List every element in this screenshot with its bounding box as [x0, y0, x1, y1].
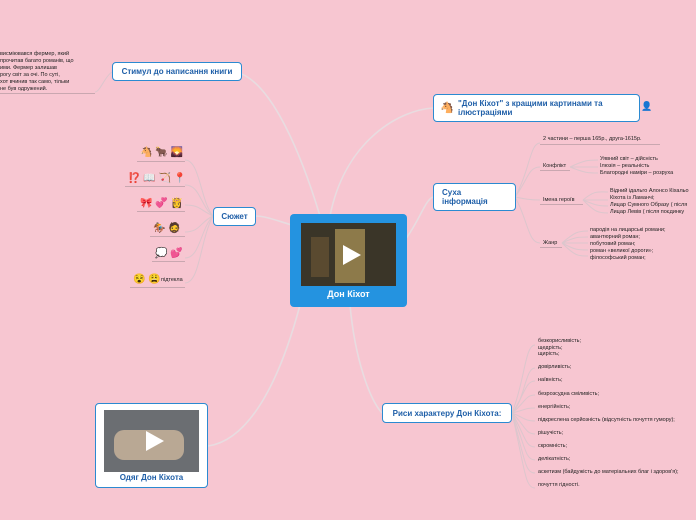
emoji-row: ⁉️ 📖 🏹 📍 — [128, 173, 187, 184]
trait-item: делікатність; — [538, 456, 571, 462]
syuzhet-note: підтекла — [161, 277, 183, 283]
topic-gallery[interactable]: 🐴 "Дон Кіхот" з кращими картинами та ілю… — [433, 94, 640, 122]
trait-item: почуття гідності. — [538, 482, 580, 488]
branch-underline — [152, 261, 185, 262]
conflict-item: Благородні наміри – розруха — [600, 170, 674, 176]
conflict-item: Уявний світ – дійсність — [600, 156, 658, 162]
topic-dry-info[interactable]: Суха інформація — [433, 183, 516, 211]
trait-item: безрозсудна сміливість; — [538, 391, 600, 397]
genre-item: роман «великої дороги»; — [590, 248, 654, 254]
genre-item: пародія на лицарські романи; — [590, 227, 666, 233]
topic-traits[interactable]: Риси характеру Дон Кіхота: — [382, 403, 512, 423]
topic-stimulus[interactable]: Стимул до написання книги — [112, 62, 242, 81]
central-video-thumbnail[interactable] — [301, 223, 396, 286]
conflict-list: Уявний світ – дійсність Ілюзія – реальні… — [600, 156, 673, 177]
topic-dry-info-label: Суха інформація — [442, 188, 488, 206]
stimulus-note: висміювався фермер, який прочитав багато… — [0, 51, 74, 93]
note-line: не був одружений. — [0, 86, 48, 92]
note-line: хот вчинив так само, тільки — [0, 79, 70, 85]
branch-underline — [130, 287, 185, 288]
emoji-row: 💭 💕 — [155, 248, 183, 259]
topic-gallery-label: "Дон Кіхот" з кращими картинами та ілюст… — [458, 99, 603, 117]
emoji-row: 🎀 💞 👸 — [140, 198, 183, 209]
trait-item: енергійність; — [538, 404, 571, 410]
genre-label: Жанр — [543, 240, 558, 246]
parts-note: 2 частини – перша 165р., друга-1615р. — [543, 136, 642, 142]
name-item: Кіхота із Ламанчі; — [610, 195, 655, 201]
branch-underline — [137, 211, 185, 212]
trait-item: аскетизм (байдужість до матеріальних бла… — [538, 469, 679, 475]
trait-item: довірливість; — [538, 364, 572, 370]
emoji-row: 🏇 🧔 — [153, 223, 181, 234]
conflict-label: Конфлікт — [543, 163, 567, 169]
genre-list: пародія на лицарські романи; авантюрний … — [590, 227, 666, 262]
play-icon[interactable] — [342, 244, 361, 265]
topic-syuzhet[interactable]: Сюжет — [213, 207, 256, 226]
name-item: Лицар Левів ( після поєдинку — [610, 209, 685, 215]
branch-underline — [150, 236, 185, 237]
trait-item: рішучість; — [538, 430, 564, 436]
horse-icon: 🐴 — [440, 102, 454, 114]
topic-traits-label: Риси характеру Дон Кіхота: — [392, 408, 502, 418]
branch-underline — [540, 144, 660, 145]
trait-item: наївність; — [538, 377, 563, 383]
central-title: Дон Кіхот — [327, 289, 370, 299]
traits-list: безкорисливість; щедрість; щирість; — [538, 338, 581, 358]
branch-underline — [540, 247, 562, 248]
emoji-row: 🐴 🐂 🌄 — [140, 147, 183, 158]
trait-item: щедрість; — [538, 344, 563, 351]
clothes-video-thumbnail[interactable] — [104, 410, 199, 472]
note-underline — [0, 93, 95, 94]
names-list: Відний ідальго Алонсо Кіхальо Кіхота із … — [610, 188, 689, 216]
name-item: Лицар Сумного Образу ( після — [610, 202, 688, 208]
genre-item: філософський роман; — [590, 255, 646, 261]
topic-syuzhet-label: Сюжет — [221, 212, 248, 221]
trait-item: безкорисливість; — [538, 338, 582, 344]
emoji-row: 😵 😩 — [133, 274, 161, 285]
name-item: Відний ідальго Алонсо Кіхальо — [610, 188, 689, 194]
note-line: ими. Фермер залишав — [0, 65, 57, 71]
note-line: рогу світ за очі. По суті, — [0, 72, 60, 78]
play-icon[interactable] — [145, 431, 164, 451]
branch-underline — [137, 161, 185, 162]
person-icon[interactable]: 👤 — [641, 101, 653, 111]
branch-underline — [540, 204, 583, 205]
trait-item: підкреслена серйозність (відсутність поч… — [538, 417, 675, 423]
branch-underline — [540, 170, 570, 171]
note-line: висміювався фермер, який — [0, 51, 70, 57]
topic-stimulus-label: Стимул до написання книги — [121, 67, 233, 76]
central-topic[interactable]: Дон Кіхот — [290, 214, 407, 307]
conflict-item: Ілюзія – реальність — [600, 163, 650, 169]
branch-underline — [125, 186, 185, 187]
note-line: прочитав багато романів, що — [0, 58, 74, 64]
names-label: Імена героїв — [543, 197, 575, 203]
genre-item: авантюрний роман; — [590, 234, 640, 240]
topic-clothes[interactable]: Одяг Дон Кіхота — [95, 403, 208, 488]
trait-item: скромність; — [538, 443, 567, 449]
trait-item: щирість; — [538, 351, 560, 358]
genre-item: побутовий роман; — [590, 241, 636, 247]
topic-clothes-label: Одяг Дон Кіхота — [119, 473, 184, 482]
painting-figure — [311, 237, 329, 277]
